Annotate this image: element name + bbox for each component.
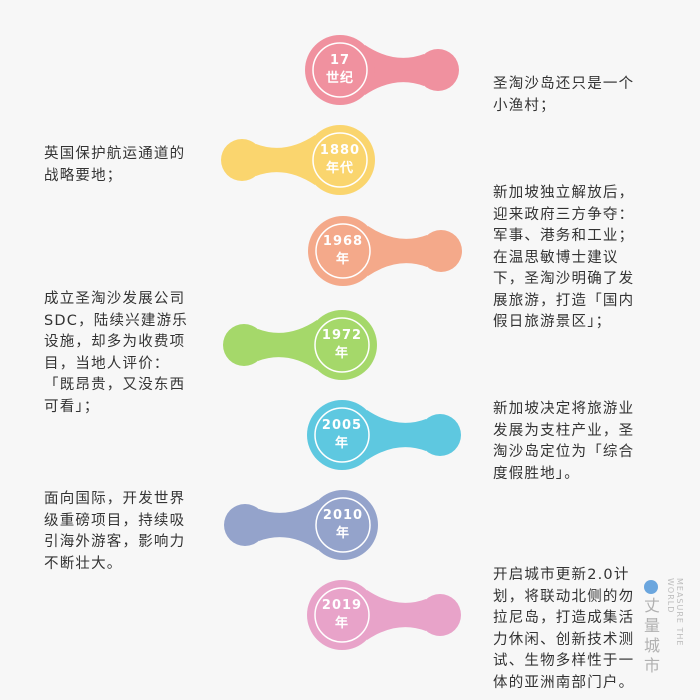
node-ring (312, 132, 368, 188)
label-year: 1880 (319, 143, 361, 158)
timeline-node (307, 400, 461, 470)
label-year: 17 (329, 53, 351, 68)
node-circle (305, 125, 375, 195)
watermark-en: MEASURE THE WORLD (666, 578, 684, 647)
node-ring (312, 42, 368, 98)
label-year: 1972 (321, 328, 363, 343)
timeline-node (308, 216, 462, 286)
watermark-logo: 丈量城市 MEASURE THE WORLD (640, 578, 684, 678)
event-description: 成立圣淘沙发展公司 SDC，陆续兴建游乐 设施，却多为收费项 目，当地人评价： … (44, 291, 188, 415)
node-bulb (221, 139, 263, 181)
timeline-node (224, 490, 378, 560)
node-ring (315, 223, 371, 279)
node-label: 2019 年 (312, 597, 372, 633)
node-connector (258, 320, 317, 370)
node-bulb (224, 504, 266, 546)
label-year: 2005 (321, 418, 363, 433)
node-circle (308, 490, 378, 560)
logo-dot-icon (644, 580, 658, 594)
event-description: 新加坡决定将旅游业 发展为支柱产业，圣 淘沙岛定位为「综合 度假胜地」。 (493, 401, 635, 482)
label-unit: 年 (334, 346, 349, 361)
node-bulb (223, 324, 265, 366)
node-circle (307, 400, 377, 470)
node-label: 2005 年 (312, 417, 372, 453)
node-connector (259, 500, 318, 550)
node-connector (368, 226, 427, 276)
node-circle (307, 310, 377, 380)
label-unit: 年 (334, 616, 349, 631)
node-ring (315, 497, 371, 553)
event-description: 英国保护航运通道的 战略要地； (44, 146, 186, 184)
node-ring (314, 317, 370, 373)
node-label: 1968 年 (313, 233, 373, 269)
node-bulb (419, 594, 461, 636)
node-connector (367, 410, 426, 460)
timeline-node (223, 310, 377, 380)
node-label: 17 世纪 (310, 52, 370, 88)
label-unit: 年 (335, 252, 350, 267)
event-description: 圣淘沙岛还只是一个 小渔村； (493, 76, 635, 114)
node-label: 1880 年代 (310, 142, 370, 178)
event-description: 面向国际，开发世界 级重磅项目，持续吸 引海外游客，影响力 不断壮大。 (44, 491, 186, 572)
node-label: 1972 年 (312, 327, 372, 363)
node-bulb (417, 49, 459, 91)
timeline-node (221, 125, 375, 195)
node-label: 2010 年 (313, 507, 373, 543)
node-circle (305, 35, 375, 105)
node-circle (308, 216, 378, 286)
node-connector (367, 590, 426, 640)
event-description: 开启城市更新2.0计 划，将联动北侧的勿 拉尼岛，打造成集活 力休闲、创新技术测… (493, 567, 635, 691)
node-connector (365, 45, 424, 95)
label-year: 1968 (322, 234, 364, 249)
node-bulb (420, 230, 462, 272)
label-year: 2019 (321, 598, 363, 613)
event-description: 新加坡独立解放后， 迎来政府三方争夺： 军事、港务和工业； 在温思敏博士建议 下… (493, 185, 635, 330)
label-year: 2010 (322, 508, 364, 523)
timeline-node (305, 35, 459, 105)
label-unit: 年代 (325, 161, 354, 176)
timeline-node (307, 580, 461, 650)
label-unit: 年 (335, 526, 350, 541)
node-bulb (419, 414, 461, 456)
node-connector (256, 135, 315, 185)
node-circle (307, 580, 377, 650)
node-ring (314, 407, 370, 463)
node-ring (314, 587, 370, 643)
watermark-cn: 丈量城市 (644, 596, 661, 675)
label-unit: 年 (334, 436, 349, 451)
label-unit: 世纪 (325, 71, 354, 86)
